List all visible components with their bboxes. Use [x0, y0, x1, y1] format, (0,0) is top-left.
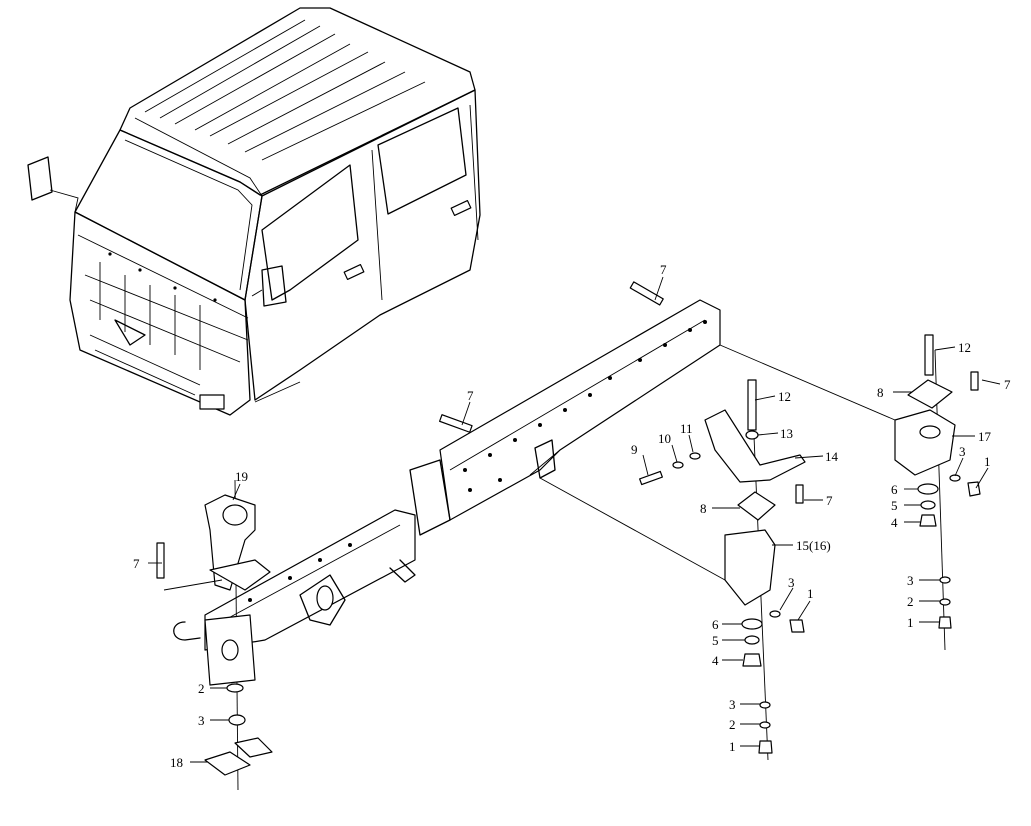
callout-3-mid-low: 3: [729, 697, 736, 712]
washer-6-right: [917, 483, 939, 495]
callout-2-right: 2: [907, 594, 914, 609]
callout-17: 17: [978, 429, 992, 444]
bracket-15-16: [724, 529, 776, 606]
front-mount-assembly: [156, 479, 273, 791]
truck-cab: [27, 7, 481, 416]
callout-6-mid: 6: [712, 617, 719, 632]
callout-4-right: 4: [891, 515, 898, 530]
bolt-12-mid: [747, 379, 757, 431]
callout-12-mid: 12: [778, 389, 791, 404]
callout-7-mid: 7: [467, 388, 474, 403]
callout-7-top: 7: [660, 262, 667, 277]
callout-15-16: 15(16): [796, 538, 831, 553]
callout-18: 18: [170, 755, 183, 770]
rubber-mount-8-right: [907, 379, 953, 409]
callout-9: 9: [631, 442, 638, 457]
callout-10: 10: [658, 431, 671, 446]
chassis-frame: [173, 299, 721, 651]
leader-lines: [148, 276, 1001, 763]
callout-3-right-low: 3: [907, 573, 914, 588]
nut-4-right: [919, 514, 937, 527]
callout-5-mid: 5: [712, 633, 719, 648]
callout-11: 11: [680, 421, 693, 436]
washer-5-right: [920, 500, 936, 510]
callout-3-right: 3: [959, 444, 966, 459]
callout-1-mid: 1: [807, 586, 814, 601]
callout-6-right: 6: [891, 482, 898, 497]
callout-7-right-1: 7: [1004, 377, 1011, 392]
callout-3-mid: 3: [788, 575, 795, 590]
callout-2-left: 2: [198, 681, 205, 696]
callout-1-mid-low: 1: [729, 739, 736, 754]
bracket-17: [894, 409, 956, 476]
callout-7-right-2: 7: [826, 493, 833, 508]
rubber-mount-8-mid: [737, 491, 776, 521]
middle-mount-assembly: [539, 379, 806, 761]
callout-8-right: 8: [877, 385, 884, 400]
callout-5-right: 5: [891, 498, 898, 513]
callout-labels: 7 7 7 7 7 12 12 8 8 17 3 1 6 5 4 3 2 1 9…: [133, 262, 1011, 770]
callout-4-mid: 4: [712, 653, 719, 668]
callout-2-mid: 2: [729, 717, 736, 732]
plate-18: [204, 751, 251, 776]
callout-7-left: 7: [133, 556, 140, 571]
callout-8-mid: 8: [700, 501, 707, 516]
bolt-12-right: [924, 334, 934, 376]
rear-right-mount-assembly: [719, 334, 981, 651]
callout-1-right: 1: [984, 454, 991, 469]
callout-12-right: 12: [958, 340, 971, 355]
bracket-14: [704, 409, 806, 483]
callout-14: 14: [825, 449, 839, 464]
callout-3-left: 3: [198, 713, 205, 728]
callout-13: 13: [780, 426, 793, 441]
callout-19: 19: [235, 469, 248, 484]
callout-1-right-low: 1: [907, 615, 914, 630]
